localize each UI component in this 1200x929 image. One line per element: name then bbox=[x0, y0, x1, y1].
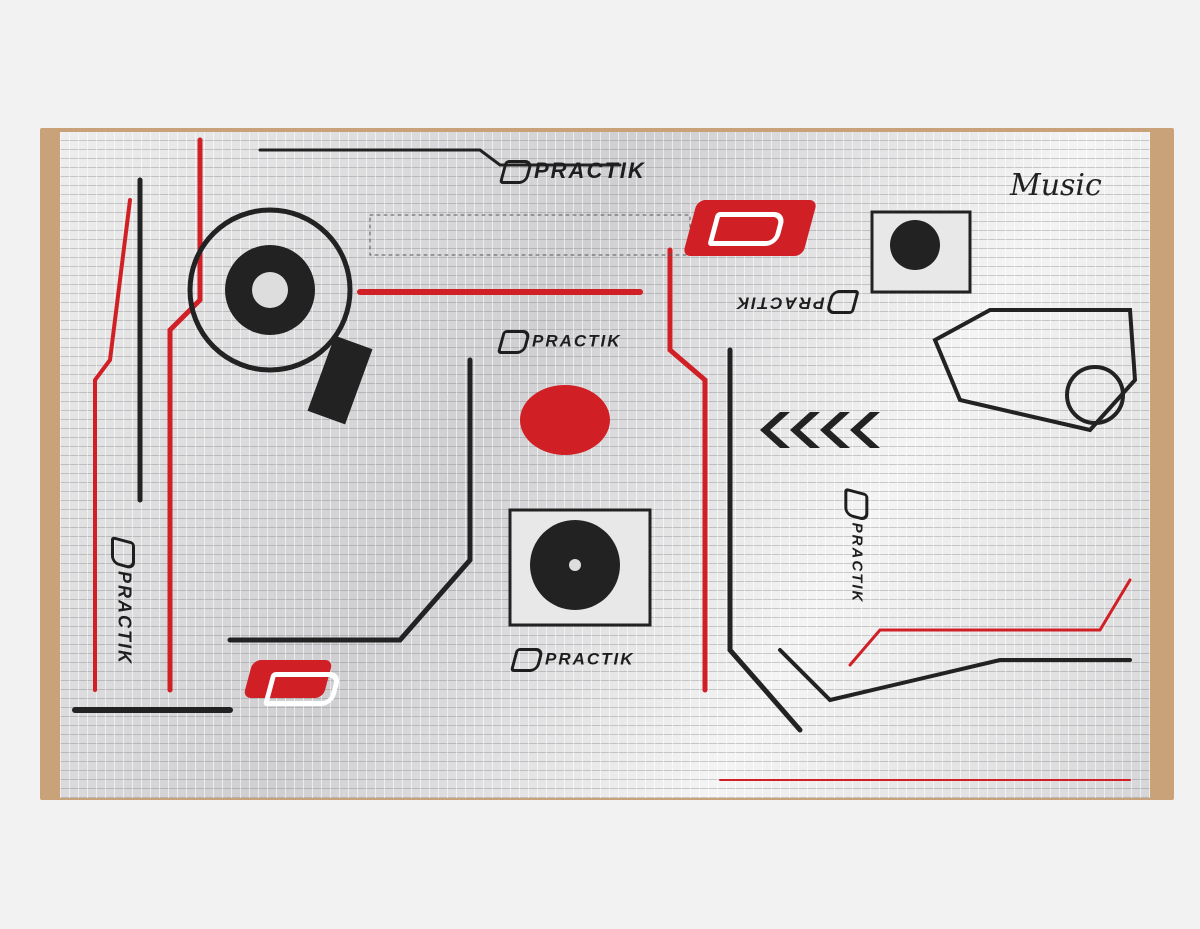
chevron-icons bbox=[760, 412, 880, 448]
hatch-band bbox=[369, 214, 691, 256]
red-line bbox=[167, 137, 203, 693]
black-line bbox=[778, 648, 1132, 703]
practik-p-logo bbox=[242, 660, 334, 698]
car-icon bbox=[932, 308, 1138, 433]
turntable-icon bbox=[508, 508, 652, 627]
practik-logo: PRACTIK bbox=[496, 330, 622, 354]
dancer-figure bbox=[520, 385, 610, 455]
practik-logo: PRACTIK bbox=[498, 158, 646, 185]
music-text: Music bbox=[1010, 168, 1102, 203]
practik-logo: PRACTIK bbox=[735, 290, 860, 314]
red-line bbox=[667, 247, 708, 693]
practik-logo: PRACTIK bbox=[111, 535, 135, 665]
speaker-icon bbox=[187, 207, 353, 373]
practik-p-logo bbox=[682, 200, 818, 256]
dancer-figure bbox=[307, 335, 373, 425]
black-line bbox=[227, 357, 473, 643]
turntable-icon bbox=[870, 210, 972, 294]
practik-logo: PRACTIK bbox=[509, 648, 635, 672]
black-line bbox=[258, 148, 622, 167]
red-line bbox=[93, 198, 132, 692]
practik-logo: PRACTIK bbox=[844, 487, 869, 603]
black-line bbox=[727, 347, 803, 733]
red-line bbox=[848, 578, 1132, 667]
